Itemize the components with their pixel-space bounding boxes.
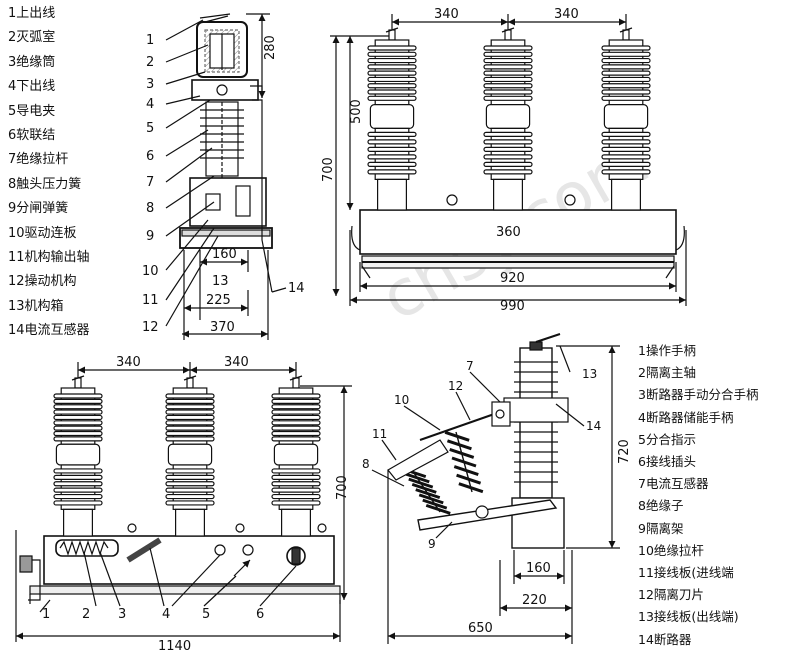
pole-insulator xyxy=(53,375,103,537)
dim-340-a: 340 xyxy=(434,7,459,22)
legend-item: 12操动机构 xyxy=(8,274,77,290)
dim-340-b: 340 xyxy=(224,355,249,370)
dim-160: 160 xyxy=(212,247,237,262)
dim-650: 650 xyxy=(468,621,493,636)
pole-insulator xyxy=(601,27,651,211)
legend-item: 8触头压力簧 xyxy=(8,176,82,192)
legend-item: 6接线插头 xyxy=(638,454,696,470)
legend-item: 14电流互感器 xyxy=(8,323,90,339)
legend-item: 11机构输出轴 xyxy=(8,250,90,266)
isolator-insulator xyxy=(444,430,484,494)
dim-920: 920 xyxy=(500,271,525,286)
legend-item: 9隔离架 xyxy=(638,520,684,536)
callout-3: 3 xyxy=(118,607,126,622)
dim-280: 280 xyxy=(263,35,278,60)
legend-item: 1上出线 xyxy=(8,6,56,21)
legend-item: 10绝缘拉杆 xyxy=(638,542,704,558)
pole-insulator xyxy=(165,375,215,537)
callout-8: 8 xyxy=(146,201,154,216)
callout-9: 9 xyxy=(428,537,436,551)
legend-item: 13接线板(出线端) xyxy=(638,609,739,625)
callout-11: 11 xyxy=(372,427,387,441)
legend-item: 1操作手柄 xyxy=(638,343,696,358)
dim-370: 370 xyxy=(210,320,235,335)
dim-720: 720 xyxy=(617,439,632,464)
callout-5: 5 xyxy=(202,607,210,622)
callout-14: 14 xyxy=(288,281,305,296)
front-view-bottom-labels: 340 340 700 1140 1 2 3 4 5 6 xyxy=(42,355,350,654)
pole-insulator xyxy=(367,27,417,211)
dim-360: 360 xyxy=(496,225,521,240)
callout-10: 10 xyxy=(394,393,409,407)
callout-2: 2 xyxy=(146,55,154,70)
callout-14: 14 xyxy=(586,419,601,433)
dim-1140: 1140 xyxy=(158,639,191,654)
legend-item: 7电流互感器 xyxy=(638,476,709,492)
legend-bottom-right: 1操作手柄 2隔离主轴 3断路器手动分合手柄 4断路器储能手柄 5分合指示 6接… xyxy=(638,340,758,651)
dim-160: 160 xyxy=(526,561,551,576)
legend-item: 2隔离主轴 xyxy=(638,365,696,381)
isolator-insulator xyxy=(401,467,451,515)
callout-12: 12 xyxy=(448,379,463,393)
legend-item: 2灭弧室 xyxy=(8,30,56,46)
legend-item: 9分闸弹簧 xyxy=(8,201,69,217)
callout-12: 12 xyxy=(142,320,159,335)
legend-item: 4断路器储能手柄 xyxy=(638,409,734,425)
callout-3: 3 xyxy=(146,77,154,92)
dim-700: 700 xyxy=(335,475,350,500)
callout-7: 7 xyxy=(146,175,154,190)
legend-item: 8绝缘子 xyxy=(638,498,684,514)
legend-item: 7绝缘拉杆 xyxy=(8,152,69,168)
dim-13: 13 xyxy=(212,274,229,289)
callout-4: 4 xyxy=(146,97,154,112)
callout-7: 7 xyxy=(466,359,474,373)
callout-6: 6 xyxy=(256,607,264,622)
legend-item: 12隔离刀片 xyxy=(638,587,704,603)
front-view-bottom xyxy=(15,362,352,642)
callout-9: 9 xyxy=(146,229,154,244)
dim-220: 220 xyxy=(522,593,547,608)
side-view-small-labels: 1 2 3 4 5 6 7 8 9 10 11 12 14 280 160 13… xyxy=(142,33,305,335)
legend-item: 3绝缘筒 xyxy=(8,54,56,70)
legend-item: 4下出线 xyxy=(8,79,56,95)
front-view-top xyxy=(330,14,687,306)
legend-item: 3断路器手动分合手柄 xyxy=(638,387,759,403)
front-view-top-labels: 340 340 500 700 360 920 990 xyxy=(321,7,579,314)
callout-11: 11 xyxy=(142,293,159,308)
dim-990: 990 xyxy=(500,299,525,314)
legend-top-left: 1上出线 2灭弧室 3绝缘筒 4下出线 5导电夹 6软联结 7绝缘拉杆 8触头压… xyxy=(8,2,90,344)
dim-500: 500 xyxy=(349,99,364,124)
callout-8: 8 xyxy=(362,457,370,471)
legend-item: 14断路器 xyxy=(638,631,692,647)
legend-item: 10驱动连板 xyxy=(8,225,77,241)
legend-item: 5分合指示 xyxy=(638,431,696,447)
legend-item: 6软联结 xyxy=(8,128,56,144)
dim-340-a: 340 xyxy=(116,355,141,370)
callout-1: 1 xyxy=(146,33,154,48)
pole-insulator xyxy=(271,375,321,537)
callout-6: 6 xyxy=(146,149,154,164)
side-view-small xyxy=(165,13,287,340)
callout-10: 10 xyxy=(142,264,159,279)
callout-5: 5 xyxy=(146,121,154,136)
callout-2: 2 xyxy=(82,607,90,622)
callout-4: 4 xyxy=(162,607,170,622)
side-view-isolator xyxy=(371,333,620,644)
side-view-isolator-labels: 7 12 10 11 8 9 13 14 720 160 220 650 xyxy=(362,359,632,636)
dim-340-b: 340 xyxy=(554,7,579,22)
pole-insulator xyxy=(483,27,533,211)
legend-item: 13机构箱 xyxy=(8,298,64,314)
legend-item: 5导电夹 xyxy=(8,103,56,119)
dim-225: 225 xyxy=(206,293,231,308)
legend-item: 11接线板(进线端 xyxy=(638,565,734,581)
callout-1: 1 xyxy=(42,607,50,622)
dim-700: 700 xyxy=(321,157,336,182)
callout-13: 13 xyxy=(582,367,597,381)
